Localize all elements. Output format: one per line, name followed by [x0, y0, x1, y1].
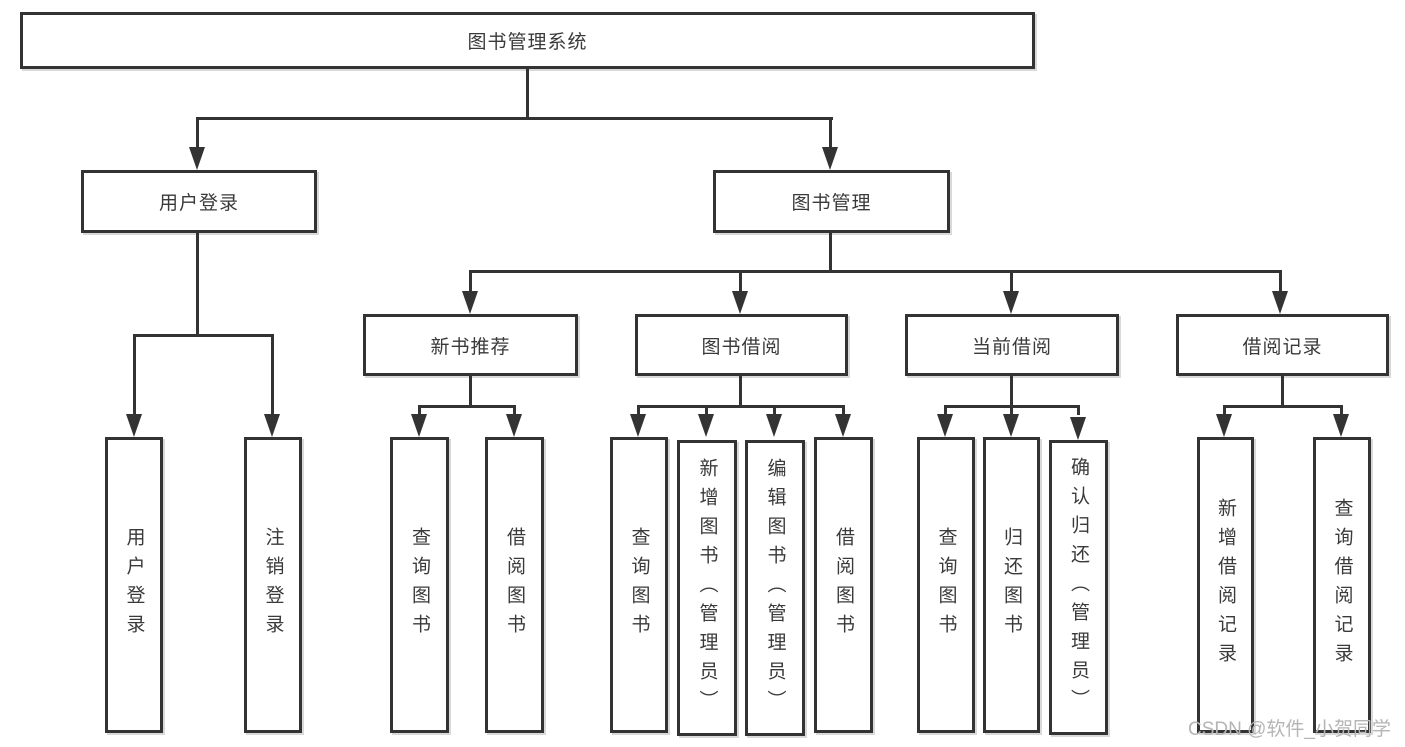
leaf-label: 查询图书 — [409, 527, 430, 643]
arrow-to-leaf-confirm-return — [1070, 417, 1086, 440]
connector-stem — [1077, 405, 1080, 415]
connector-stem — [418, 405, 421, 415]
node-borrowing-records: 借阅记录 — [1176, 314, 1389, 376]
leaf-query-books-current: 查询图书 — [917, 437, 975, 733]
connector-borrow-record-bar — [1223, 405, 1343, 408]
arrow-to-leaf-return-books — [1003, 414, 1019, 437]
leaf-label: 确认归还（管理员） — [1068, 457, 1089, 718]
connector-root-bar — [196, 117, 833, 120]
connector-stem — [944, 405, 947, 415]
leaf-label: 注销登录 — [262, 527, 284, 643]
connector-new-book-trunk — [469, 376, 472, 407]
leaf-query-borrow-record: 查询借阅记录 — [1313, 437, 1371, 733]
connector-stem-leaf-logout — [271, 334, 274, 414]
leaf-add-borrow-record: 新增借阅记录 — [1197, 437, 1254, 733]
connector-stem — [1223, 405, 1226, 415]
leaf-label: 借阅图书 — [833, 527, 854, 643]
node-label: 图书管理系统 — [467, 32, 588, 53]
leaf-query-books-borrow: 查询图书 — [610, 437, 668, 733]
connector-book-borrow-bar — [637, 405, 844, 408]
connector-stem — [842, 405, 845, 415]
leaf-borrow-books: 借阅图书 — [814, 437, 873, 733]
arrow-to-leaf-query-books-borrow — [630, 414, 646, 437]
leaf-label: 查询图书 — [628, 527, 650, 643]
node-user-login: 用户登录 — [81, 170, 317, 233]
connector-borrow-record-trunk — [1281, 376, 1284, 407]
arrow-to-leaf-add-borrow-record — [1216, 414, 1232, 437]
node-label: 用户登录 — [158, 193, 239, 214]
connector-stem-leaf-user-login — [133, 334, 136, 414]
connector-book-borrow-trunk — [739, 376, 742, 407]
arrow-to-book-management — [822, 147, 838, 170]
node-label: 新书推荐 — [430, 336, 511, 358]
node-label: 当前借阅 — [971, 336, 1052, 358]
arrow-to-current-borrow — [1003, 291, 1019, 314]
leaf-label: 新增图书（管理员） — [696, 457, 718, 719]
connector-current-borrow-trunk — [1010, 376, 1013, 407]
arrow-to-user-login — [189, 147, 205, 170]
node-book-management: 图书管理 — [713, 170, 950, 233]
leaf-label: 新增借阅记录 — [1215, 498, 1236, 672]
arrow-to-book-borrow — [732, 291, 748, 314]
node-root-library-management-system: 图书管理系统 — [20, 12, 1035, 69]
arrow-to-leaf-logout — [264, 414, 280, 437]
csdn-watermark: CSDN @软件_小贺同学 — [1188, 719, 1391, 740]
arrow-to-leaf-borrow-books-recommend — [506, 414, 522, 437]
connector-stem — [705, 405, 708, 415]
connector-user-login-bar — [133, 334, 274, 337]
leaf-return-books: 归还图书 — [983, 437, 1040, 733]
connector-stem-borrow-record — [1279, 270, 1282, 292]
arrow-to-leaf-user-login — [126, 414, 142, 437]
leaf-user-login: 用户登录 — [105, 437, 163, 733]
leaf-edit-books-admin: 编辑图书（管理员） — [745, 440, 805, 736]
connector-root-trunk — [526, 69, 529, 120]
arrow-to-leaf-borrow-books — [835, 414, 851, 437]
arrow-to-leaf-add-books — [698, 414, 714, 437]
leaf-label: 用户登录 — [123, 527, 145, 643]
connector-new-book-bar — [418, 405, 516, 408]
leaf-logout: 注销登录 — [244, 437, 302, 733]
connector-stem-user-login — [196, 117, 199, 147]
leaf-add-books-admin: 新增图书（管理员） — [677, 440, 737, 736]
leaf-borrow-books-recommend: 借阅图书 — [485, 437, 544, 733]
connector-stem — [773, 405, 776, 415]
arrow-to-leaf-query-books-current — [937, 414, 953, 437]
leaf-query-books-recommend: 查询图书 — [390, 437, 449, 733]
connector-user-login-trunk — [196, 233, 199, 337]
connector-stem — [1010, 405, 1013, 415]
arrow-to-leaf-query-borrow-record — [1333, 414, 1349, 437]
connector-stem-new-book — [469, 270, 472, 292]
connector-stem-current-borrow — [1010, 270, 1013, 292]
arrow-to-leaf-edit-books — [766, 414, 782, 437]
leaf-label: 借阅图书 — [504, 527, 525, 643]
node-current-borrowing: 当前借阅 — [905, 314, 1119, 376]
node-label: 图书管理 — [791, 193, 872, 214]
arrow-to-new-book — [462, 291, 478, 314]
node-label: 图书借阅 — [701, 336, 782, 358]
connector-book-management-bar — [469, 270, 1282, 273]
connector-stem-book-borrow — [739, 270, 742, 292]
node-new-book-recommendation: 新书推荐 — [363, 314, 578, 376]
connector-stem — [513, 405, 516, 415]
leaf-label: 查询图书 — [935, 527, 957, 643]
connector-stem — [1340, 405, 1343, 415]
connector-stem-book-management — [829, 117, 832, 147]
leaf-label: 查询借阅记录 — [1331, 498, 1353, 672]
node-book-borrowing: 图书借阅 — [635, 314, 848, 376]
leaf-label: 归还图书 — [1001, 527, 1022, 643]
node-label: 借阅记录 — [1242, 336, 1323, 358]
arrow-to-leaf-query-books-recommend — [411, 414, 427, 437]
leaf-label: 编辑图书（管理员） — [764, 457, 786, 719]
arrow-to-borrow-record — [1272, 291, 1288, 314]
leaf-confirm-return-admin: 确认归还（管理员） — [1049, 440, 1108, 735]
connector-stem — [637, 405, 640, 415]
connector-book-management-trunk — [829, 233, 832, 273]
